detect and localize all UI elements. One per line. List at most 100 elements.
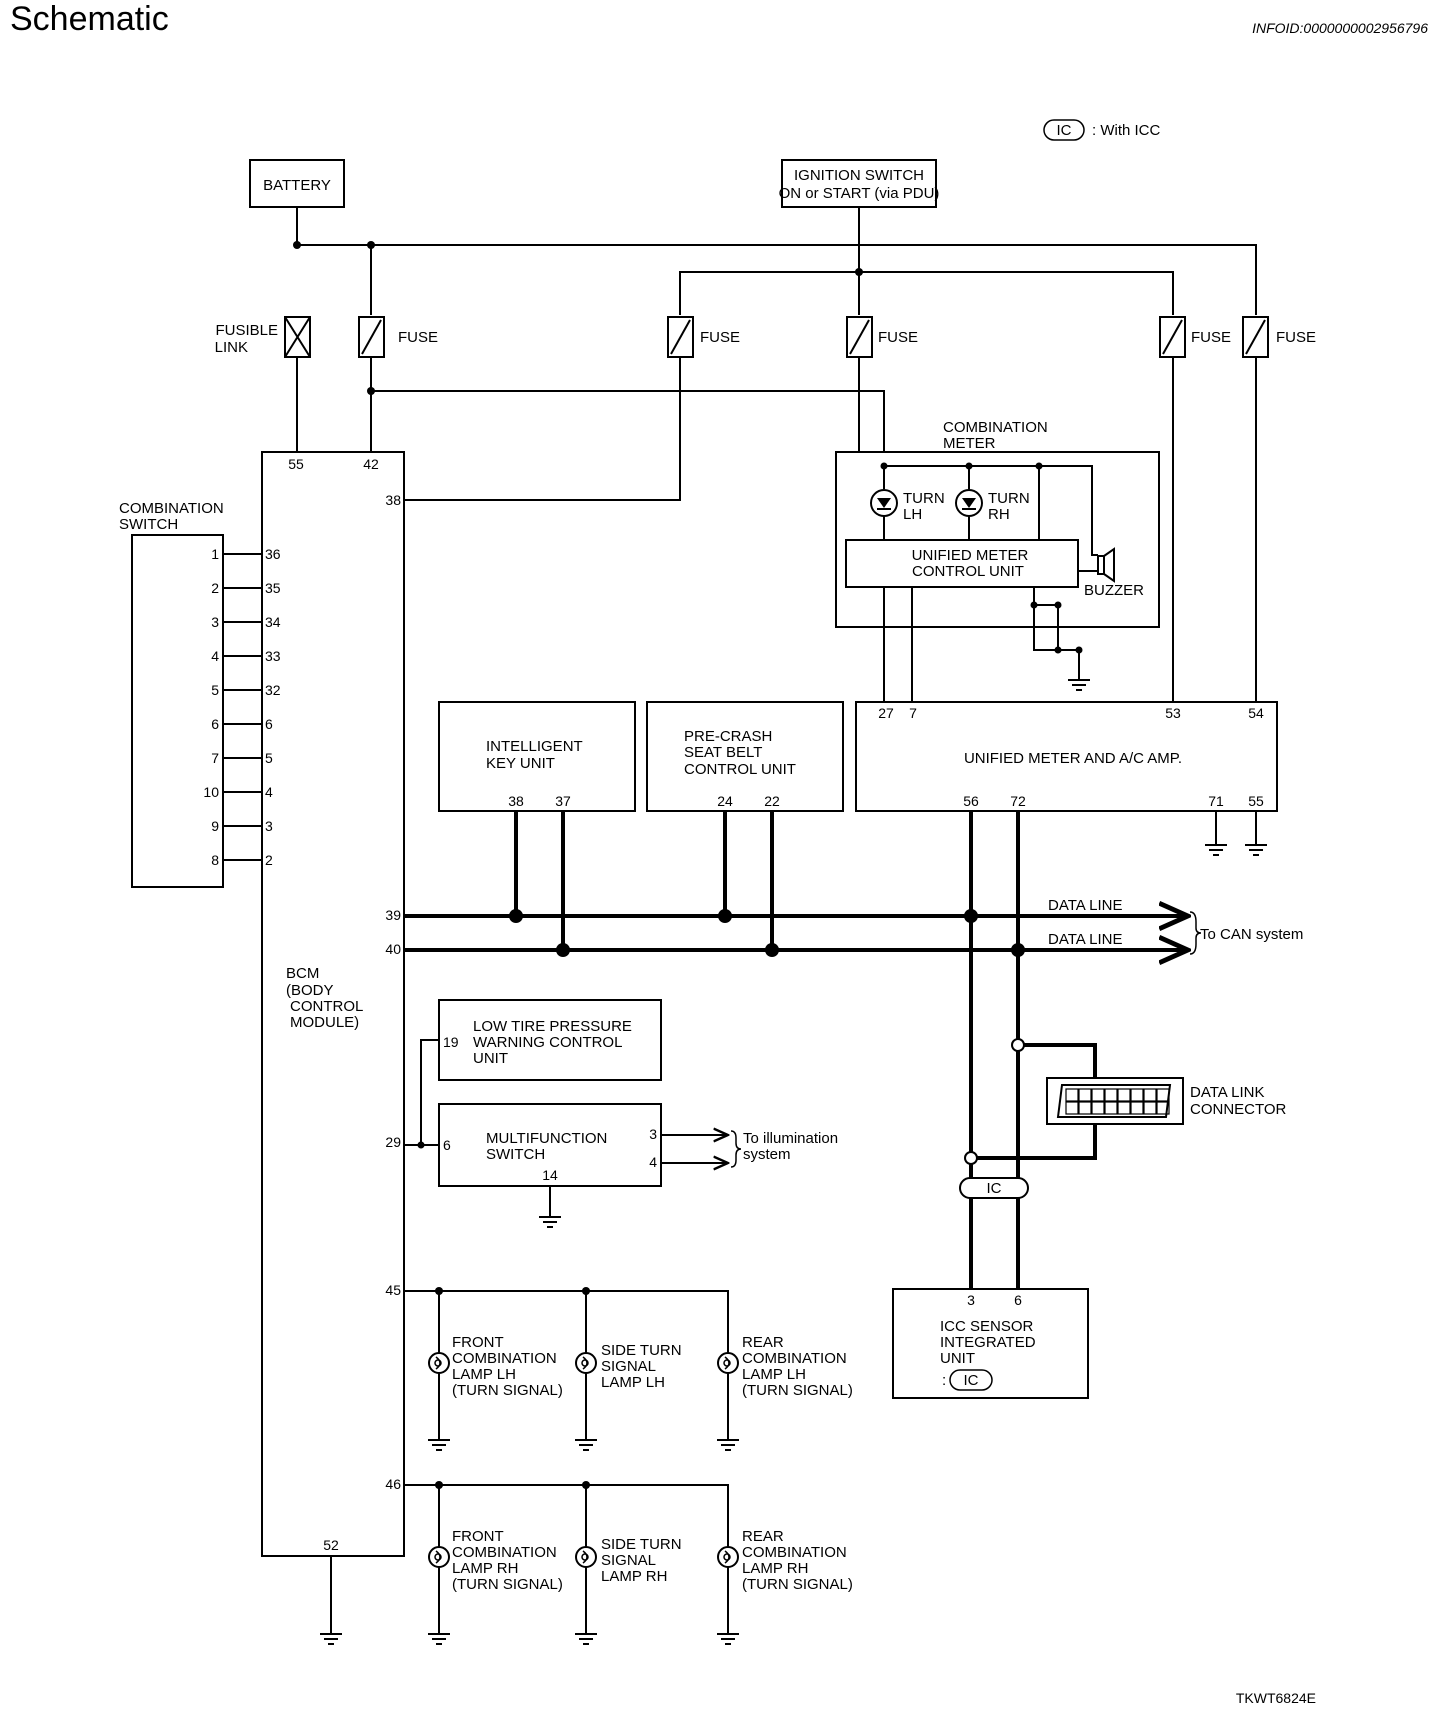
intelligent-key-unit: INTELLIGENT KEY UNIT 38 37	[438, 701, 636, 812]
combination-switch-pin: 1	[211, 546, 219, 562]
combination-switch-label-2: SWITCH	[119, 516, 178, 533]
fuse-label: FUSE	[1276, 329, 1316, 346]
dlc-pin	[1078, 1101, 1092, 1115]
multifunction-switch: MULTIFUNCTION SWITCH 6 3 4 14 To illumin…	[438, 1103, 838, 1228]
dlc-pin	[1091, 1101, 1105, 1115]
legend: IC : With ICC	[1043, 119, 1161, 141]
buzzer: BUZZER	[1078, 547, 1144, 599]
pcs-label-2: SEAT BELT	[684, 744, 762, 761]
ground-icon	[428, 1633, 450, 1645]
amp-pin-56: 56	[963, 793, 979, 809]
amp-pin-53: 53	[1165, 705, 1181, 721]
rear-lamp-rh-label-2: COMBINATION	[742, 1544, 847, 1561]
ltp-pin-19: 19	[443, 1034, 459, 1050]
bcm-label-3: CONTROL	[290, 998, 363, 1015]
fuse-label: FUSE	[878, 329, 918, 346]
turn-signal-lamp-icon	[575, 1352, 597, 1374]
rear-lamp-rh-label-1: REAR	[742, 1528, 784, 1545]
ikey-label-1: INTELLIGENT	[486, 738, 583, 755]
fusible-link: FUSIBLE LINK	[215, 316, 311, 452]
fuse-amp-53: FUSE	[1159, 316, 1231, 702]
fuse-label: FUSE	[398, 329, 438, 346]
unified-meter-ac-amp: UNIFIED METER AND A/C AMP. 27 7 53 54 56…	[855, 701, 1278, 856]
fuse-label: FUSE	[1191, 329, 1231, 346]
ikey-pin-38: 38	[508, 793, 524, 809]
combination-switch-pin: 9	[211, 818, 219, 834]
bcm-pin-46: 46	[385, 1476, 401, 1492]
data-link-connector: DATA LINK CONNECTOR	[964, 1038, 1287, 1165]
front-lamp-lh-label-3: LAMP LH	[452, 1366, 516, 1383]
combination-switch-pin: 4	[211, 648, 219, 664]
ground-icon	[428, 1439, 450, 1451]
combination-switch-pin: 8	[211, 852, 219, 868]
umcu-label-2: CONTROL UNIT	[912, 563, 1024, 580]
bcm-pin-42: 42	[363, 456, 379, 472]
combination-switch-pin: 2	[211, 580, 219, 596]
mfs-pin-6: 6	[443, 1137, 451, 1153]
fusible-link-label-2: LINK	[215, 339, 248, 356]
bcm-switch-pin: 6	[265, 716, 273, 732]
page-title: Schematic	[10, 0, 169, 38]
pcs-label-1: PRE-CRASH	[684, 728, 772, 745]
icc-pin-3: 3	[967, 1292, 975, 1308]
amp-pin-55: 55	[1248, 793, 1264, 809]
combination-meter-label-1: COMBINATION	[943, 419, 1048, 436]
mfs-pin-4: 4	[649, 1154, 657, 1170]
dlc-pin	[1156, 1101, 1170, 1115]
dlc-pin	[1143, 1101, 1157, 1115]
buzzer-label: BUZZER	[1084, 582, 1144, 599]
front-lamp-lh-label-2: COMBINATION	[452, 1350, 557, 1367]
bcm-switch-pin: 32	[265, 682, 281, 698]
combination-switch-pin: 7	[211, 750, 219, 766]
side-lamp-rh-label-1: SIDE TURN	[601, 1536, 682, 1553]
pcs-pin-22: 22	[764, 793, 780, 809]
dlc-pin	[1117, 1088, 1131, 1102]
rear-lamp-rh-label-3: LAMP RH	[742, 1560, 808, 1577]
combination-meter: COMBINATION METER TURN LH TURN RH	[835, 419, 1160, 702]
data-line-label-2: DATA LINE	[1048, 931, 1122, 948]
amp-pin-54: 54	[1248, 705, 1264, 721]
data-line-label-1: DATA LINE	[1048, 897, 1122, 914]
pcs-pin-24: 24	[717, 793, 733, 809]
mfs-pin-14: 14	[542, 1167, 558, 1183]
icc-pin-6: 6	[1014, 1292, 1022, 1308]
mfs-label-2: SWITCH	[486, 1146, 545, 1163]
ikey-pin-37: 37	[555, 793, 571, 809]
icc-suffix: :	[942, 1372, 946, 1389]
rear-lamp-lh-label-4: (TURN SIGNAL)	[742, 1382, 853, 1399]
dlc-label-1: DATA LINK	[1190, 1084, 1264, 1101]
turn-signal-lamp-icon	[428, 1546, 450, 1568]
ic-wire-marker: IC	[959, 1177, 1029, 1199]
dlc-pin	[1091, 1088, 1105, 1102]
front-lamp-lh-label-4: (TURN SIGNAL)	[452, 1382, 563, 1399]
fuse-label: FUSE	[700, 329, 740, 346]
bcm-switch-pin: 36	[265, 546, 281, 562]
bcm-29-wiring	[404, 1039, 439, 1149]
turn-lh-label-2: LH	[903, 506, 922, 523]
ikey-label-2: KEY UNIT	[486, 755, 555, 772]
bcm-switch-pin: 35	[265, 580, 281, 596]
turn-signal-lamp-icon	[717, 1546, 739, 1568]
amp-pin-27: 27	[878, 705, 894, 721]
bcm-switch-pin: 33	[265, 648, 281, 664]
pcs-label-3: CONTROL UNIT	[684, 761, 796, 778]
bcm-pin-45: 45	[385, 1282, 401, 1298]
bcm-switch-pin: 34	[265, 614, 281, 630]
meter-internal-ground	[1030, 587, 1090, 691]
side-lamp-rh-label-3: LAMP RH	[601, 1568, 667, 1585]
turn-lh-indicator: TURN LH	[870, 466, 945, 540]
rear-lamp-lh-label-3: LAMP LH	[742, 1366, 806, 1383]
ignition-switch: IGNITION SWITCH ON or START (via PDU)	[779, 159, 939, 208]
to-illumination-label-1: To illumination	[743, 1130, 838, 1147]
bcm-pin-29: 29	[385, 1134, 401, 1150]
turn-signal-lamp-icon	[575, 1546, 597, 1568]
combination-switch-pin: 6	[211, 716, 219, 732]
bcm-switch-pin: 5	[265, 750, 273, 766]
side-lamp-lh-label-3: LAMP LH	[601, 1374, 665, 1391]
legend-ic-symbol: IC	[1057, 122, 1072, 139]
front-lamp-rh-label-3: LAMP RH	[452, 1560, 518, 1577]
dlc-pin	[1117, 1101, 1131, 1115]
ground-icon	[575, 1633, 597, 1645]
to-can-system-label: To CAN system	[1200, 926, 1303, 943]
amp-pin-72: 72	[1010, 793, 1026, 809]
